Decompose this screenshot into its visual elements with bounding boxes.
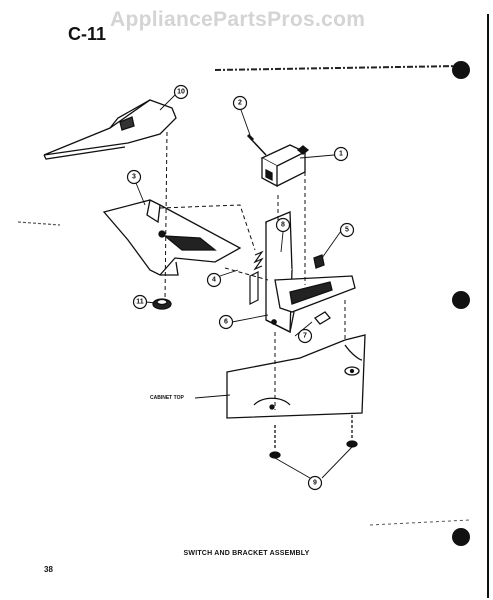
callout-1: 1 <box>333 146 349 162</box>
svg-text:3: 3 <box>132 174 136 181</box>
callout-10: 10 <box>173 84 189 100</box>
binder-hole <box>452 528 470 546</box>
callout-6: 6 <box>218 314 234 330</box>
svg-text:8: 8 <box>281 222 285 229</box>
part-actuator-lever <box>43 99 177 160</box>
callout-4: 4 <box>206 272 222 288</box>
part-bracket-plate <box>102 199 242 276</box>
callout-2: 2 <box>232 95 248 111</box>
diagram-caption: SWITCH AND BRACKET ASSEMBLY <box>183 550 310 557</box>
assembly-lines <box>159 131 346 410</box>
svg-text:10: 10 <box>177 89 185 96</box>
binder-hole <box>452 61 470 79</box>
svg-text:1: 1 <box>339 151 343 158</box>
part-screws <box>269 415 358 459</box>
svg-text:5: 5 <box>345 227 349 234</box>
svg-text:11: 11 <box>136 299 144 306</box>
callout-9: 9 <box>307 475 323 491</box>
part-switch-bracket <box>265 211 356 334</box>
watermark: AppliancePartsPros.com <box>110 8 366 31</box>
callout-7: 7 <box>297 328 313 344</box>
part-nut <box>152 298 172 310</box>
callout-11: 11 <box>132 294 148 310</box>
svg-text:2: 2 <box>238 100 242 107</box>
cabinet-top <box>226 334 366 419</box>
svg-text:7: 7 <box>303 333 307 340</box>
part-spring <box>249 250 264 305</box>
callout-8: 8 <box>275 217 291 233</box>
callout-3: 3 <box>126 169 142 185</box>
part-screw <box>246 133 267 156</box>
part-switch <box>260 144 310 188</box>
svg-text:9: 9 <box>313 480 317 487</box>
binder-hole <box>452 291 470 309</box>
svg-text:6: 6 <box>224 319 228 326</box>
svg-text:4: 4 <box>212 277 216 284</box>
section-code: C-11 <box>68 24 107 44</box>
cabinet-top-label: CABINET TOP <box>150 395 184 401</box>
part-clip <box>313 254 325 269</box>
page-number: 38 <box>44 565 53 574</box>
callout-5: 5 <box>339 222 355 238</box>
